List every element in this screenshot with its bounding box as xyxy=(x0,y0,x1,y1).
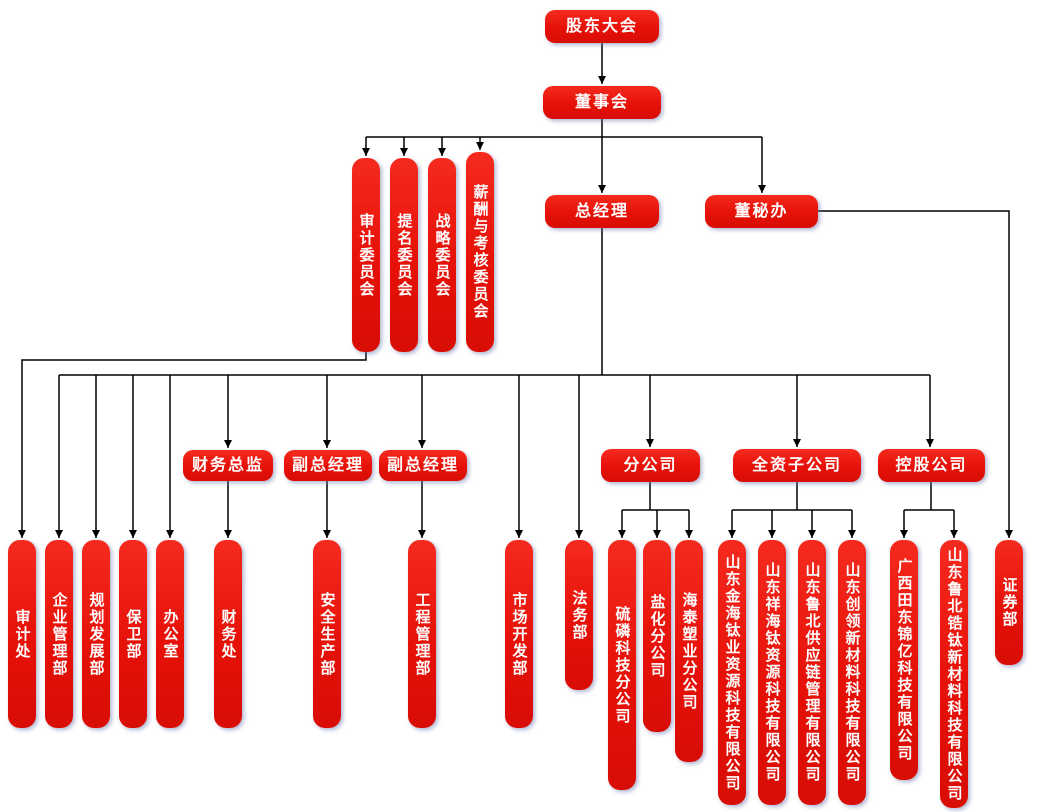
node-audit-office: 审计处 xyxy=(8,540,36,728)
node-audit-committee: 审计委员会 xyxy=(352,158,380,352)
node-cfo: 财务总监 xyxy=(183,450,273,481)
node-lubei-supply-chain-company: 山东鲁北供应链管理有限公司 xyxy=(798,540,826,805)
node-nomination-committee: 提名委员会 xyxy=(390,158,418,352)
node-strategy-committee: 战略委员会 xyxy=(428,158,456,352)
node-wholly-owned-subsidiaries: 全资子公司 xyxy=(733,449,861,482)
node-sulfur-phosphorus-branch: 硫磷科技分公司 xyxy=(608,540,636,790)
node-haitai-plastics-branch: 海泰塑业分公司 xyxy=(675,540,703,762)
node-shareholders-meeting: 股东大会 xyxy=(545,10,659,43)
node-general-manager: 总经理 xyxy=(545,195,659,228)
node-board-secretary-office: 董秘办 xyxy=(705,195,818,228)
node-jinhai-titanium-company: 山东金海钛业资源科技有限公司 xyxy=(718,540,746,805)
node-planning-development-dept: 规划发展部 xyxy=(82,540,110,728)
node-deputy-gm-1: 副总经理 xyxy=(284,450,372,481)
node-safety-production-dept: 安全生产部 xyxy=(313,540,341,728)
node-legal-dept: 法务部 xyxy=(565,540,593,690)
node-chuangling-materials-company: 山东创领新材料科技有限公司 xyxy=(838,540,866,805)
node-finance-office: 财务处 xyxy=(214,540,242,728)
node-lubei-zirconium-company: 山东鲁北锆钛新材料科技有限公司 xyxy=(940,540,968,808)
node-guangxi-jinyi-company: 广西田东锦亿科技有限公司 xyxy=(890,540,918,780)
node-engineering-management-dept: 工程管理部 xyxy=(408,540,436,728)
node-enterprise-management-dept: 企业管理部 xyxy=(45,540,73,728)
node-security-dept: 保卫部 xyxy=(119,540,147,728)
node-remuneration-committee: 薪酬与考核委员会 xyxy=(466,152,494,352)
node-market-development-dept: 市场开发部 xyxy=(505,540,533,728)
node-securities-dept: 证券部 xyxy=(995,540,1023,665)
node-holding-companies: 控股公司 xyxy=(878,449,985,482)
node-general-office: 办公室 xyxy=(156,540,184,728)
node-board-of-directors: 董事会 xyxy=(543,86,661,119)
node-xianghai-titanium-company: 山东祥海钛资源科技有限公司 xyxy=(758,540,786,805)
node-deputy-gm-2: 副总经理 xyxy=(379,450,467,481)
node-salt-chemical-branch: 盐化分公司 xyxy=(643,540,671,732)
node-branch-companies: 分公司 xyxy=(601,449,700,482)
